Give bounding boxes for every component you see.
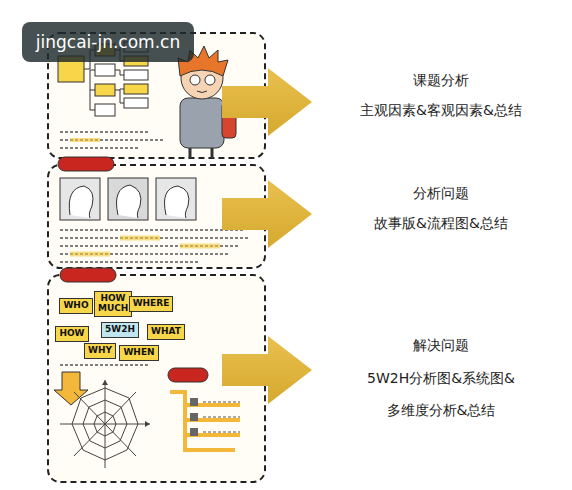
note-text: HOW <box>59 329 84 339</box>
note-text: WHERE <box>133 299 170 309</box>
sticky-note: 5W2H <box>101 322 139 338</box>
step-title: 解决问题 <box>413 337 469 354</box>
note-text: WHEN <box>123 348 154 358</box>
sticky-note: HOW MUCH <box>94 291 132 317</box>
sticky-note: WHO <box>59 298 92 314</box>
step-subtitle: 故事版&流程图&总结 <box>374 215 508 232</box>
step-subtitle: 主观因素&客观因素&总结 <box>360 102 522 119</box>
note-text: 5W2H <box>105 325 135 335</box>
block-arrow <box>222 68 312 404</box>
note-text: WHAT <box>151 327 181 337</box>
watermark: jingcai-jn.com.cn <box>36 32 180 52</box>
sticky-note: WHAT <box>147 324 185 340</box>
note-text: HOW MUCH <box>98 294 128 314</box>
sticky-note: WHEN <box>119 345 158 361</box>
step-subtitle: 5W2H分析图&系统图& <box>367 370 515 387</box>
step-title: 课题分析 <box>413 72 469 89</box>
step-subtitle: 多维度分析&总结 <box>387 402 496 419</box>
watermark-ground <box>22 22 194 62</box>
note-text: WHY <box>88 346 112 356</box>
step-title: 分析问题 <box>413 185 469 202</box>
sticky-note: HOW <box>55 326 88 342</box>
note-text: WHO <box>63 301 88 311</box>
sticky-note: WHERE <box>129 296 174 312</box>
sticky-note: WHY <box>84 343 116 359</box>
